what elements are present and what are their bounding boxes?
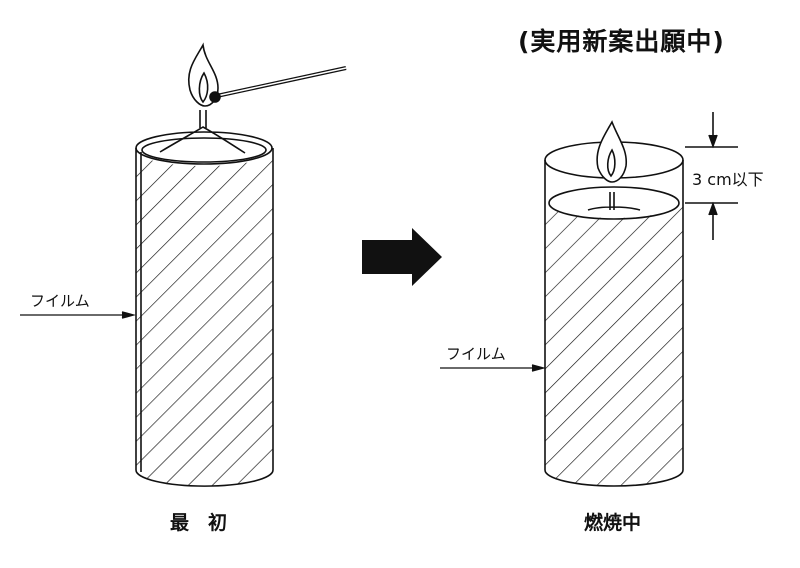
film-pointer-right [440,364,547,372]
title: (実用新案出願中) [518,27,725,56]
film-label-left: フイルム [30,292,90,310]
caption-left: 最 初 [170,512,228,534]
left-candle [135,42,347,487]
caption-right: 燃焼中 [584,512,642,534]
dimension-marker [685,112,738,240]
film-pointer-left [20,311,137,319]
transition-arrow-icon [362,228,442,286]
right-candle [544,120,684,487]
dimension-label: 3 cm以下 [692,170,764,189]
film-label-right: フイルム [446,345,506,363]
